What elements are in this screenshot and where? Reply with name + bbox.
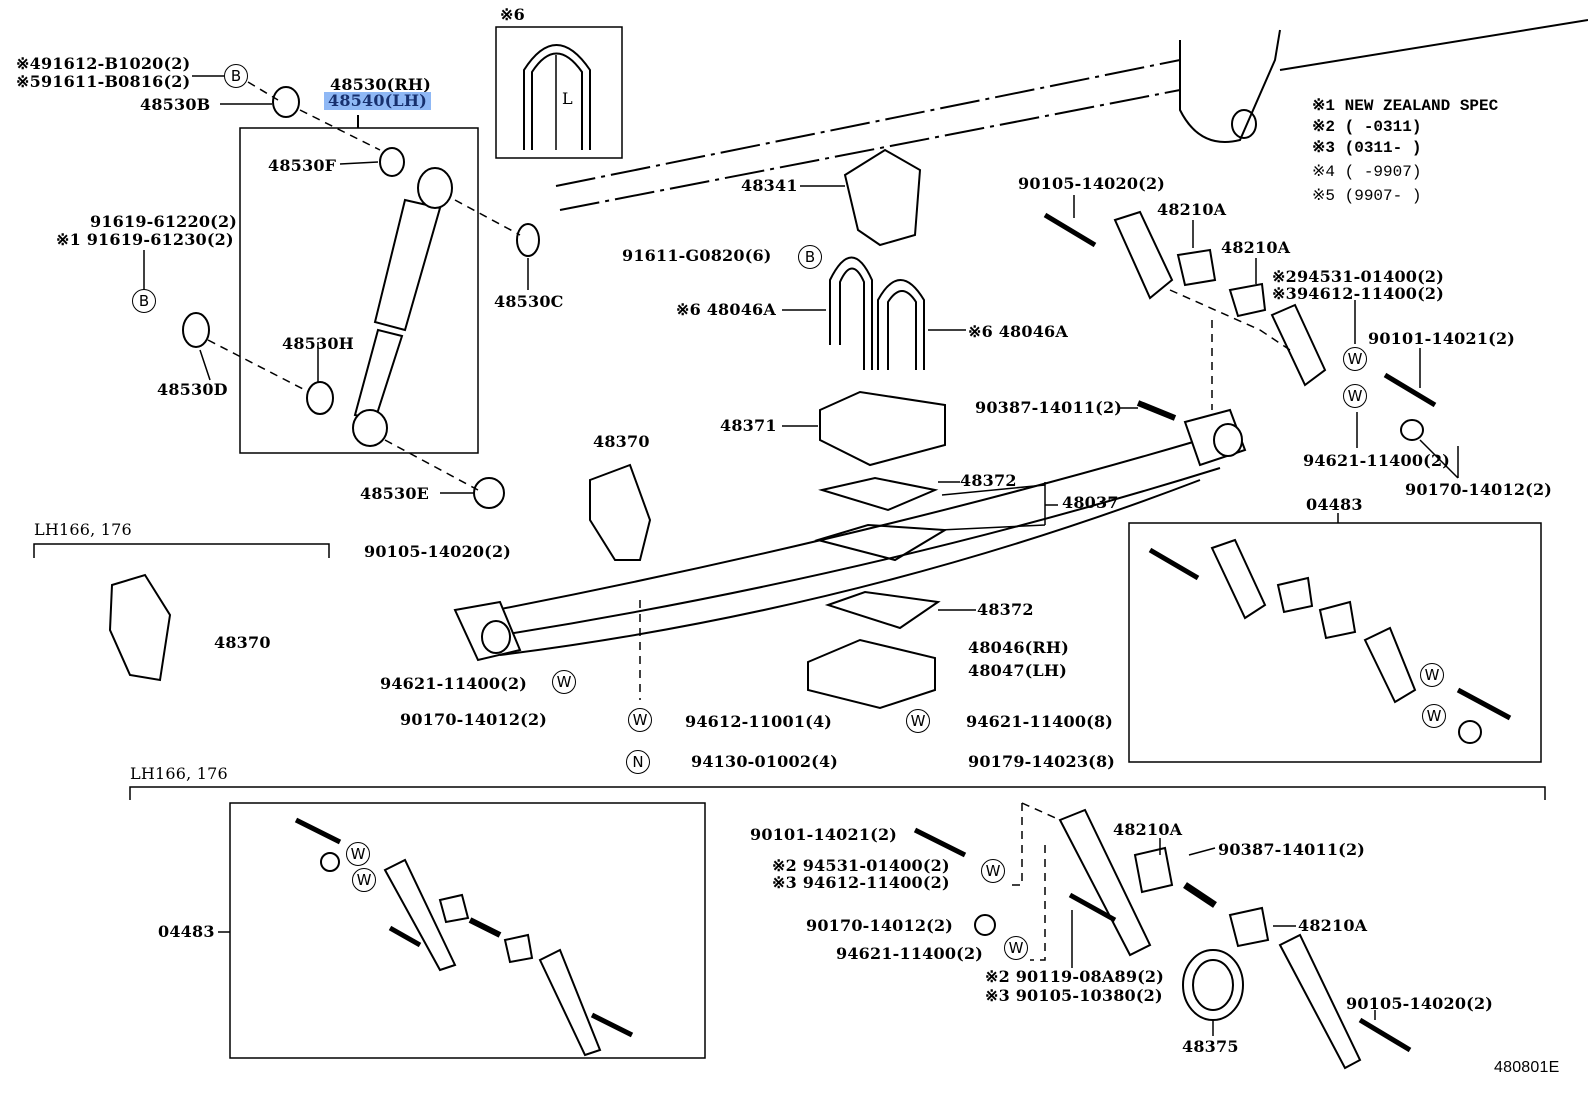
part-label[interactable]: 48372: [977, 600, 1034, 619]
washer-symbol-icon: W: [1420, 663, 1444, 687]
part-label[interactable]: 48530(RH): [330, 75, 432, 94]
washer-symbol-icon: W: [1343, 384, 1367, 408]
part-label[interactable]: ※1 91619-61230(2): [56, 230, 234, 249]
part-label[interactable]: 90179-14023(8): [968, 752, 1116, 771]
washer-symbol-icon: W: [1343, 347, 1367, 371]
part-label[interactable]: 94612-11001(4): [685, 712, 833, 731]
part-label[interactable]: 90101-14021(2): [750, 825, 898, 844]
part-label[interactable]: 48371: [720, 416, 777, 435]
part-label[interactable]: ※2 94531-01400(2): [772, 856, 950, 875]
note-2: ※2 ( -0311): [1312, 118, 1422, 136]
part-label[interactable]: 90105-14020(2): [1018, 174, 1166, 193]
nut-symbol-icon: N: [626, 750, 650, 774]
part-label[interactable]: 48530F: [268, 156, 337, 175]
part-label[interactable]: 04483: [1306, 495, 1363, 514]
washer-symbol-icon: W: [346, 842, 370, 866]
part-label[interactable]: 48341: [741, 176, 798, 195]
washer-symbol-icon: W: [906, 709, 930, 733]
part-label[interactable]: 48210A: [1221, 238, 1291, 257]
part-label[interactable]: 94621-11400(2): [836, 944, 984, 963]
part-label[interactable]: 48210A: [1113, 820, 1183, 839]
part-label[interactable]: ※3 94612-11400(2): [772, 873, 950, 892]
part-label[interactable]: 48530H: [282, 334, 354, 353]
part-label[interactable]: 48370: [593, 432, 650, 451]
note-1: ※1 NEW ZEALAND SPEC: [1312, 97, 1499, 115]
part-label[interactable]: ※294531-01400(2): [1272, 267, 1444, 286]
part-label[interactable]: 48530C: [494, 292, 564, 311]
part-label[interactable]: 94621-11400(2): [1303, 451, 1451, 470]
note-4: ※4 ( -9907): [1312, 163, 1422, 181]
ubolt-inset-mark: ※6: [500, 5, 525, 24]
part-label[interactable]: 94130-01002(4): [691, 752, 839, 771]
part-label[interactable]: ※394612-11400(2): [1272, 284, 1444, 303]
note-5: ※5 (9907- ): [1312, 187, 1422, 205]
washer-symbol-icon: W: [1004, 936, 1028, 960]
washer-symbol-icon: W: [981, 859, 1005, 883]
part-label[interactable]: 90101-14021(2): [1368, 329, 1516, 348]
part-label[interactable]: 90170-14012(2): [806, 916, 954, 935]
part-label[interactable]: 90170-14012(2): [400, 710, 548, 729]
part-label[interactable]: 90105-14020(2): [364, 542, 512, 561]
washer-symbol-icon: W: [1422, 704, 1446, 728]
part-label[interactable]: 48047(LH): [968, 661, 1067, 680]
diagram-id: 480801E: [1494, 1059, 1560, 1076]
bolt-symbol-icon: B: [224, 64, 248, 88]
washer-symbol-icon: W: [628, 708, 652, 732]
part-label[interactable]: ※2 90119-08A89(2): [985, 967, 1165, 986]
part-label[interactable]: 48210A: [1157, 200, 1227, 219]
part-label[interactable]: 90387-14011(2): [1218, 840, 1366, 859]
part-label[interactable]: ※491612-B1020(2): [16, 54, 191, 73]
part-label[interactable]: 48372: [960, 471, 1017, 490]
part-label[interactable]: 48046(RH): [968, 638, 1070, 657]
part-label[interactable]: 48375: [1182, 1037, 1239, 1056]
part-label[interactable]: 48037: [1062, 493, 1119, 512]
part-label[interactable]: 94621-11400(2): [380, 674, 528, 693]
part-label[interactable]: 90387-14011(2): [975, 398, 1123, 417]
variant-label: LH166, 176: [34, 520, 132, 539]
part-label[interactable]: ※3 90105-10380(2): [985, 986, 1163, 1005]
ubolt-length-label: L: [562, 89, 573, 108]
part-label[interactable]: ※591611-B0816(2): [16, 72, 191, 91]
part-label[interactable]: ※6 48046A: [968, 322, 1068, 341]
part-label-highlighted[interactable]: 48540(LH): [324, 92, 431, 110]
bolt-symbol-icon: B: [132, 289, 156, 313]
part-label[interactable]: 48210A: [1298, 916, 1368, 935]
part-label[interactable]: 91611-G0820(6): [622, 246, 772, 265]
bolt-symbol-icon: B: [798, 245, 822, 269]
part-label[interactable]: 90170-14012(2): [1405, 480, 1553, 499]
part-label[interactable]: 91619-61220(2): [90, 212, 238, 231]
part-label[interactable]: 48530D: [157, 380, 228, 399]
part-label[interactable]: 48370: [214, 633, 271, 652]
part-label[interactable]: 04483: [158, 922, 215, 941]
variant-label: LH166, 176: [130, 764, 228, 783]
washer-symbol-icon: W: [552, 670, 576, 694]
part-label[interactable]: 48530B: [140, 95, 211, 114]
part-label[interactable]: ※6 48046A: [676, 300, 776, 319]
part-label[interactable]: 48530E: [360, 484, 430, 503]
part-label[interactable]: 90105-14020(2): [1346, 994, 1494, 1013]
note-3: ※3 (0311- ): [1312, 139, 1422, 157]
part-label[interactable]: 94621-11400(8): [966, 712, 1114, 731]
washer-symbol-icon: W: [352, 868, 376, 892]
